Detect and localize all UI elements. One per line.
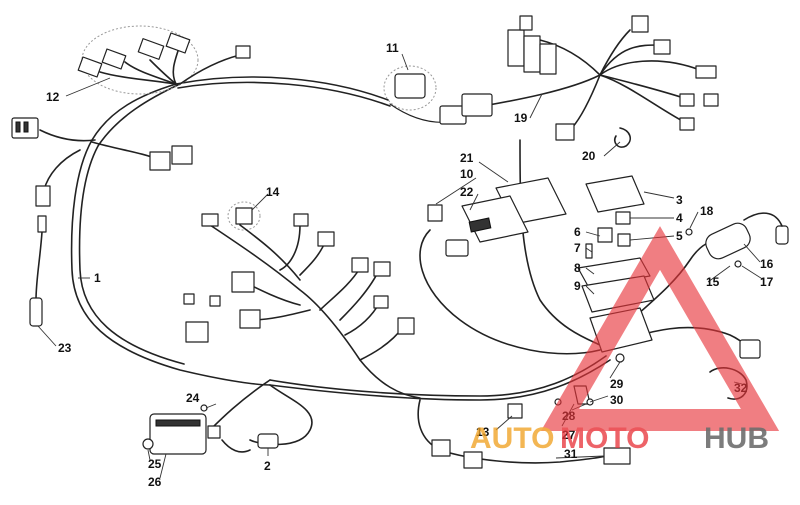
callout-27: 27 (562, 428, 576, 442)
callout-3: 3 (676, 193, 683, 207)
callout-1: 1 (94, 271, 101, 285)
callout-22: 22 (460, 185, 474, 199)
rectifier-assembly (142, 379, 313, 455)
callout-29: 29 (610, 377, 624, 391)
callout-6: 6 (574, 225, 581, 239)
callout-17: 17 (760, 275, 774, 289)
callout-8: 8 (574, 261, 581, 275)
connector-cluster-12 (77, 25, 251, 95)
callout-12: 12 (46, 90, 60, 104)
callout-21: 21 (460, 151, 474, 165)
callout-13: 13 (476, 425, 490, 439)
watermark-brand-moto: MOTO (560, 422, 649, 455)
callout-9: 9 (574, 279, 581, 293)
callout-11: 11 (386, 41, 399, 55)
callout-5: 5 (676, 229, 683, 243)
callout-25: 25 (148, 457, 162, 471)
watermark-brand-hub: HUB (704, 422, 769, 455)
ignition-coil (685, 212, 789, 268)
callout-23: 23 (58, 341, 72, 355)
watermark-triangle (540, 226, 780, 431)
callout-15: 15 (706, 275, 720, 289)
middle-harness-14 (183, 201, 421, 399)
callout-4: 4 (676, 211, 683, 225)
callout-18: 18 (700, 204, 714, 218)
oxygen-sensor-23 (29, 215, 47, 327)
callout-10: 10 (460, 167, 474, 181)
callout-30: 30 (610, 393, 624, 407)
left-connectors (11, 117, 193, 207)
watermark: AUTO MOTO HUB (470, 226, 780, 455)
callout-labels: 1 2 3 4 5 6 7 8 9 10 11 12 13 14 15 16 1… (46, 41, 774, 489)
callout-7: 7 (574, 241, 581, 255)
callout-2: 2 (264, 459, 271, 473)
callout-26: 26 (148, 475, 162, 489)
callout-20: 20 (582, 149, 596, 163)
callout-31: 31 (564, 447, 578, 461)
harness-19 (439, 15, 719, 148)
callout-16: 16 (760, 257, 774, 271)
leader-lines (37, 53, 765, 479)
callout-19: 19 (514, 111, 528, 125)
watermark-brand-auto: AUTO (470, 422, 554, 455)
callout-24: 24 (186, 391, 200, 405)
callout-14: 14 (266, 185, 280, 199)
ecu-assembly (427, 177, 567, 257)
